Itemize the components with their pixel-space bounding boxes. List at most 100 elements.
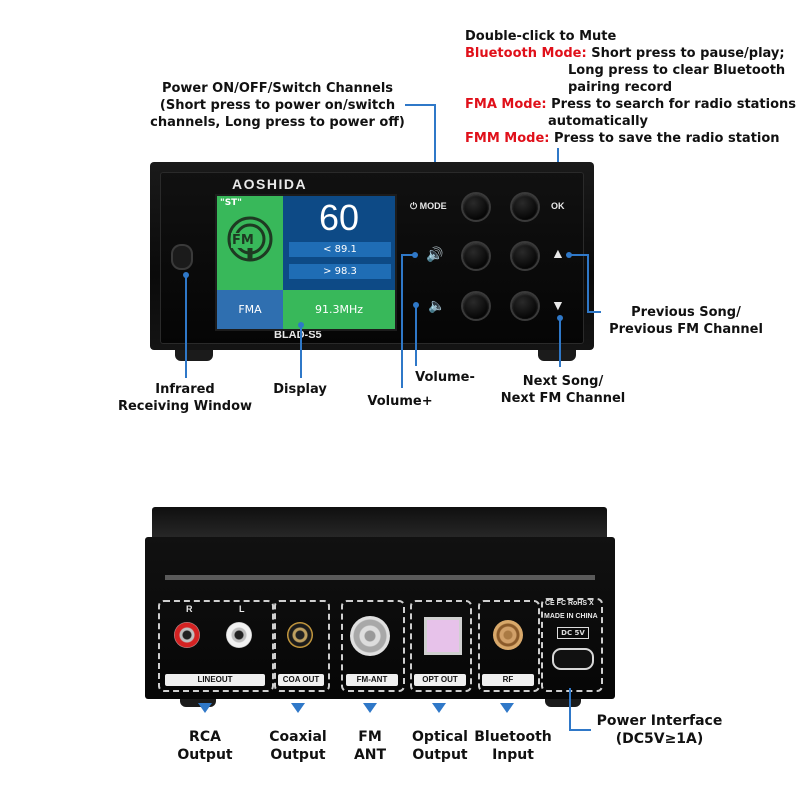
rear-device-top <box>152 507 607 541</box>
screen-st-label: "ST" <box>220 198 242 208</box>
coaxial-output-line2: Output <box>270 747 326 763</box>
rf-group <box>478 600 540 692</box>
power-line1: Power ON/OFF/Switch Channels <box>161 81 394 96</box>
fm-ant-group <box>341 600 405 692</box>
fma-mode-annotation: FMA Mode: Press to search for radio stat… <box>465 96 796 113</box>
rca-right-port[interactable] <box>174 622 200 648</box>
up-button[interactable] <box>512 243 538 269</box>
fm-ant-label: FM-ANT <box>346 674 398 686</box>
rear-foot-left <box>180 697 216 707</box>
freq-prev-readout: < 89.1 <box>289 242 391 257</box>
next-leader <box>559 317 561 367</box>
rca-arrow-icon <box>198 703 212 713</box>
volume-up-icon: 🔊 <box>426 246 444 262</box>
fm-arrow-icon <box>363 703 377 713</box>
power-interface-line2: (DC5V≥1A) <box>615 731 704 747</box>
infrared-window <box>171 244 193 270</box>
lineout-label: LINEOUT <box>165 674 265 686</box>
fm-antenna-port[interactable] <box>350 616 390 656</box>
power-interface-leader-v <box>569 688 571 730</box>
fm-icon-text: FM <box>231 233 255 248</box>
previous-leader-h <box>568 254 588 256</box>
usb-c-port[interactable] <box>552 648 594 670</box>
bluetooth-input-line2: Input <box>492 747 534 763</box>
freq-next-readout: > 98.3 <box>289 264 391 279</box>
lineout-group <box>158 600 274 692</box>
previous-label: Previous Song/ Previous FM Channel <box>606 304 766 338</box>
volume-minus-leader <box>415 304 417 366</box>
volume-down-button[interactable] <box>463 293 489 319</box>
bluetooth-mode-annotation: Bluetooth Mode: Short press to pause/pla… <box>465 45 785 62</box>
infrared-leader <box>185 274 187 378</box>
coaxial-output-line1: Coaxial <box>269 729 327 745</box>
front-foot-left <box>175 349 213 361</box>
rca-output-line2: Output <box>177 747 233 763</box>
fma-mode-line1: Press to search for radio stations <box>551 97 797 112</box>
volume-plus-dot <box>412 252 418 258</box>
power-line2: (Short press to power on/switch <box>159 98 396 113</box>
mute-annotation: Double-click to Mute <box>465 29 617 44</box>
power-leader-v <box>434 104 436 194</box>
infrared-label: Infrared Receiving Window <box>110 381 260 415</box>
next-label: Next Song/ Next FM Channel <box>498 373 628 407</box>
power-annotation: Power ON/OFF/Switch Channels (Short pres… <box>150 80 405 131</box>
bluetooth-mode-title: Bluetooth Mode: <box>465 46 587 61</box>
bluetooth-arrow-icon <box>500 703 514 713</box>
made-in-label: MADE IN CHINA <box>544 613 598 620</box>
model-label: BLAD-S5 <box>274 329 322 341</box>
optical-port[interactable] <box>424 617 462 655</box>
volume-plus-leader-h <box>401 254 415 256</box>
optical-output-label: Optical Output <box>395 728 485 764</box>
power-interface-line1: Power Interface <box>596 713 723 729</box>
rear-foot-right <box>545 697 581 707</box>
volume-plus-label: Volume+ <box>367 394 433 409</box>
fma-mode-title: FMA Mode: <box>465 97 547 112</box>
coa-out-group <box>274 600 330 692</box>
fm-ant-line1: FM <box>358 729 382 745</box>
fm-ant-output-label: FM ANT <box>325 728 415 764</box>
up-arrow-icon: ▲ <box>551 245 565 261</box>
rf-port[interactable] <box>493 620 523 650</box>
bluetooth-mode-line3: pairing record <box>568 80 673 95</box>
display-label: Display <box>273 382 327 397</box>
volume-plus-leader-v <box>401 254 403 388</box>
next-label-line2: Next FM Channel <box>500 391 626 406</box>
display-leader <box>300 324 302 378</box>
down-arrow-icon: ▼ <box>551 297 565 313</box>
down-button[interactable] <box>512 293 538 319</box>
rca-output-label: RCA Output <box>160 728 250 764</box>
front-foot-right <box>538 349 576 361</box>
rca-left-port[interactable] <box>226 622 252 648</box>
power-interface-label: Power Interface (DC5V≥1A) <box>592 712 727 748</box>
bluetooth-input-label: Bluetooth Input <box>468 728 558 764</box>
volume-down-icon: 🔈 <box>428 297 446 313</box>
bluetooth-mode-line2: Long press to clear Bluetooth <box>568 63 786 78</box>
r-label: R <box>186 604 193 614</box>
fma-mode-line2: automatically <box>548 114 649 129</box>
mode-button[interactable] <box>463 194 489 220</box>
previous-leader-h2 <box>587 311 601 313</box>
power-interface-leader-h <box>569 729 591 731</box>
coa-out-label: COA OUT <box>278 674 324 686</box>
optical-output-line2: Output <box>412 747 468 763</box>
volume-minus-label: Volume- <box>415 370 475 385</box>
infrared-label-line1: Infrared <box>155 382 215 397</box>
power-icon: ⏻ <box>410 201 418 211</box>
volume-up-button[interactable] <box>463 243 489 269</box>
dc-label: DC 5V <box>557 627 589 639</box>
coaxial-output-label: Coaxial Output <box>253 728 343 764</box>
cert-marks: CE FC RoHS X <box>545 600 594 607</box>
rf-label: RF <box>482 674 534 686</box>
previous-leader-v <box>587 254 589 312</box>
next-label-line1: Next Song/ <box>522 374 604 389</box>
infrared-label-line2: Receiving Window <box>117 399 253 414</box>
display-screen: "ST" FM 60 < 89.1 > 98.3 FMA 91.3MHz <box>215 194 397 331</box>
ok-button[interactable] <box>512 194 538 220</box>
fmm-mode-line1: Press to save the radio station <box>554 131 780 146</box>
previous-label-line1: Previous Song/ <box>631 305 741 320</box>
opt-out-group <box>410 600 472 692</box>
bluetooth-input-line1: Bluetooth <box>474 729 552 745</box>
fm-ant-line2: ANT <box>353 747 387 763</box>
coaxial-port[interactable] <box>287 622 313 648</box>
coaxial-arrow-icon <box>291 703 305 713</box>
